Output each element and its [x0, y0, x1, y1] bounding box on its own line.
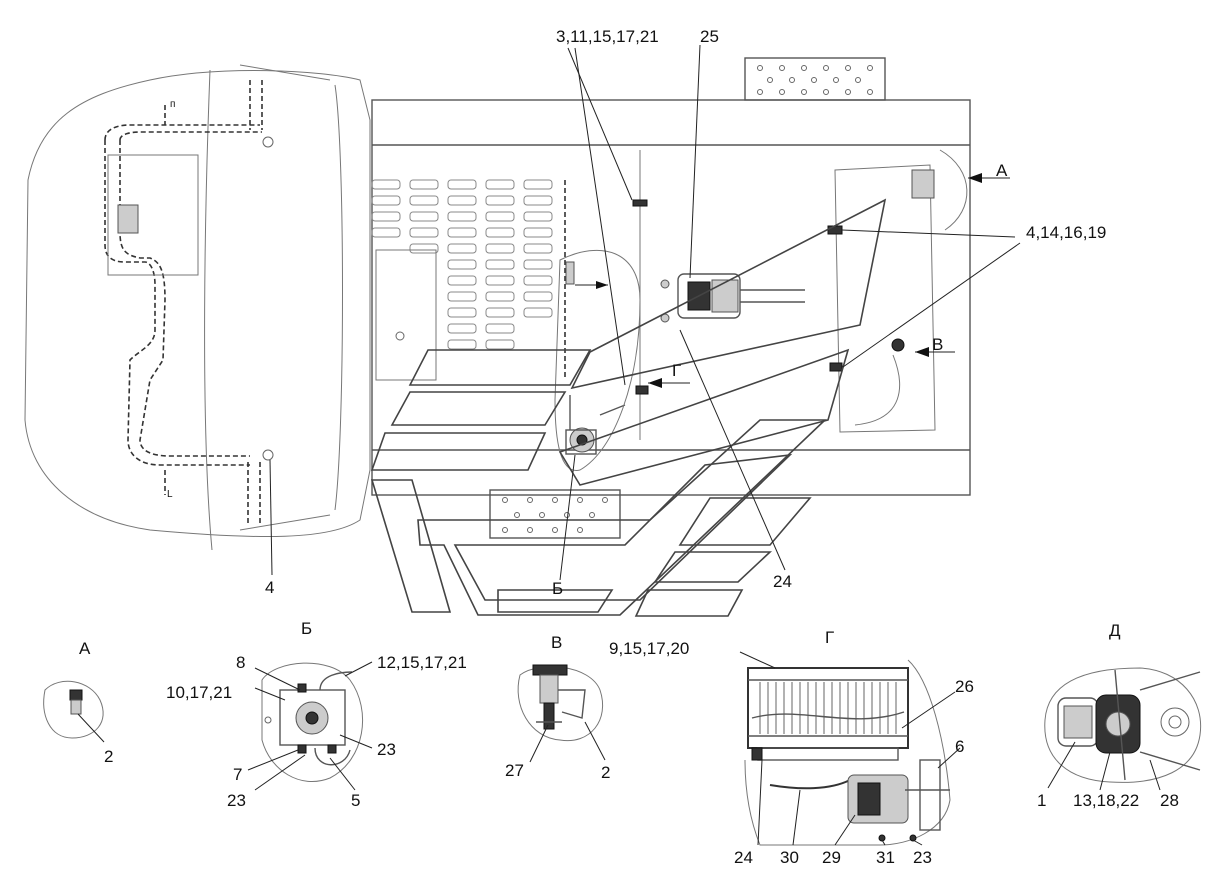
- svg-text:L: L: [167, 489, 173, 500]
- view-arrow-b: [565, 261, 608, 289]
- view-g-label-30: 30: [780, 848, 799, 867]
- view-arrow-v: [915, 347, 955, 357]
- view-b-label-5: 5: [351, 791, 360, 810]
- view-arrow-g-label: Г: [672, 361, 681, 380]
- callout-4-14-16-19: 4,14,16,19: [1026, 223, 1106, 242]
- step-plate-bottom: [489, 489, 621, 539]
- view-g-label-26: 26: [955, 677, 974, 696]
- view-g-label-29: 29: [822, 848, 841, 867]
- frame-outline: [371, 99, 971, 496]
- view-g-label-9-15-17-20: 9,15,17,20: [609, 639, 689, 658]
- section-bands: [370, 198, 887, 617]
- view-g-label-23: 23: [913, 848, 932, 867]
- view-v-label-2: 2: [601, 763, 610, 782]
- view-a-title: А: [79, 639, 91, 658]
- view-arrow-v-label: В: [932, 335, 943, 354]
- view-arrow-a: [968, 173, 1010, 183]
- detail-view-a: [43, 680, 105, 743]
- detail-view-b: [247, 661, 373, 791]
- callout-4: 4: [265, 578, 274, 597]
- view-d-label-28: 28: [1160, 791, 1179, 810]
- view-g-title: Г: [825, 628, 834, 647]
- brake-chamber: [660, 273, 805, 323]
- view-b-label-10-17-21: 10,17,21: [166, 683, 232, 702]
- view-arrow-g: [648, 378, 690, 388]
- leaders-main: [269, 44, 1021, 581]
- svg-text:п: п: [170, 99, 175, 110]
- callout-25: 25: [700, 27, 719, 46]
- detail-view-g: [739, 651, 961, 846]
- view-g-label-31: 31: [876, 848, 895, 867]
- front-panel: [107, 154, 199, 276]
- access-panel: [375, 249, 437, 381]
- view-a-label-2: 2: [104, 747, 113, 766]
- view-arrow-a-label: А: [996, 161, 1008, 180]
- view-b-label-23-left: 23: [227, 791, 246, 810]
- cab-outline: [24, 70, 371, 538]
- hydraulic-lines-front: [104, 80, 263, 525]
- view-g-label-6: 6: [955, 737, 964, 756]
- view-v-title: В: [551, 633, 562, 652]
- view-b-label-12-15-17-21: 12,15,17,21: [377, 653, 467, 672]
- callout-view-b: Б: [552, 579, 563, 598]
- view-b-label-23-right: 23: [377, 740, 396, 759]
- main-view: п L: [24, 44, 1021, 617]
- view-d-label-13-18-22: 13,18,22: [1073, 791, 1139, 810]
- callout-24: 24: [773, 572, 792, 591]
- view-d-label-1: 1: [1037, 791, 1046, 810]
- detail-view-v: [517, 664, 606, 763]
- view-b-title: Б: [301, 619, 312, 638]
- step-plate-top: [744, 57, 886, 101]
- view-b-label-8: 8: [236, 653, 245, 672]
- view-g-label-24: 24: [734, 848, 753, 867]
- deck-slots: [371, 179, 553, 350]
- callout-3-11-15-17-21: 3,11,15,17,21: [556, 27, 659, 46]
- view-b-label-7: 7: [233, 765, 242, 784]
- front-valve: [117, 204, 139, 234]
- view-v-label-27: 27: [505, 761, 524, 780]
- detail-view-d: [1044, 667, 1202, 791]
- view-d-title: Д: [1109, 621, 1121, 640]
